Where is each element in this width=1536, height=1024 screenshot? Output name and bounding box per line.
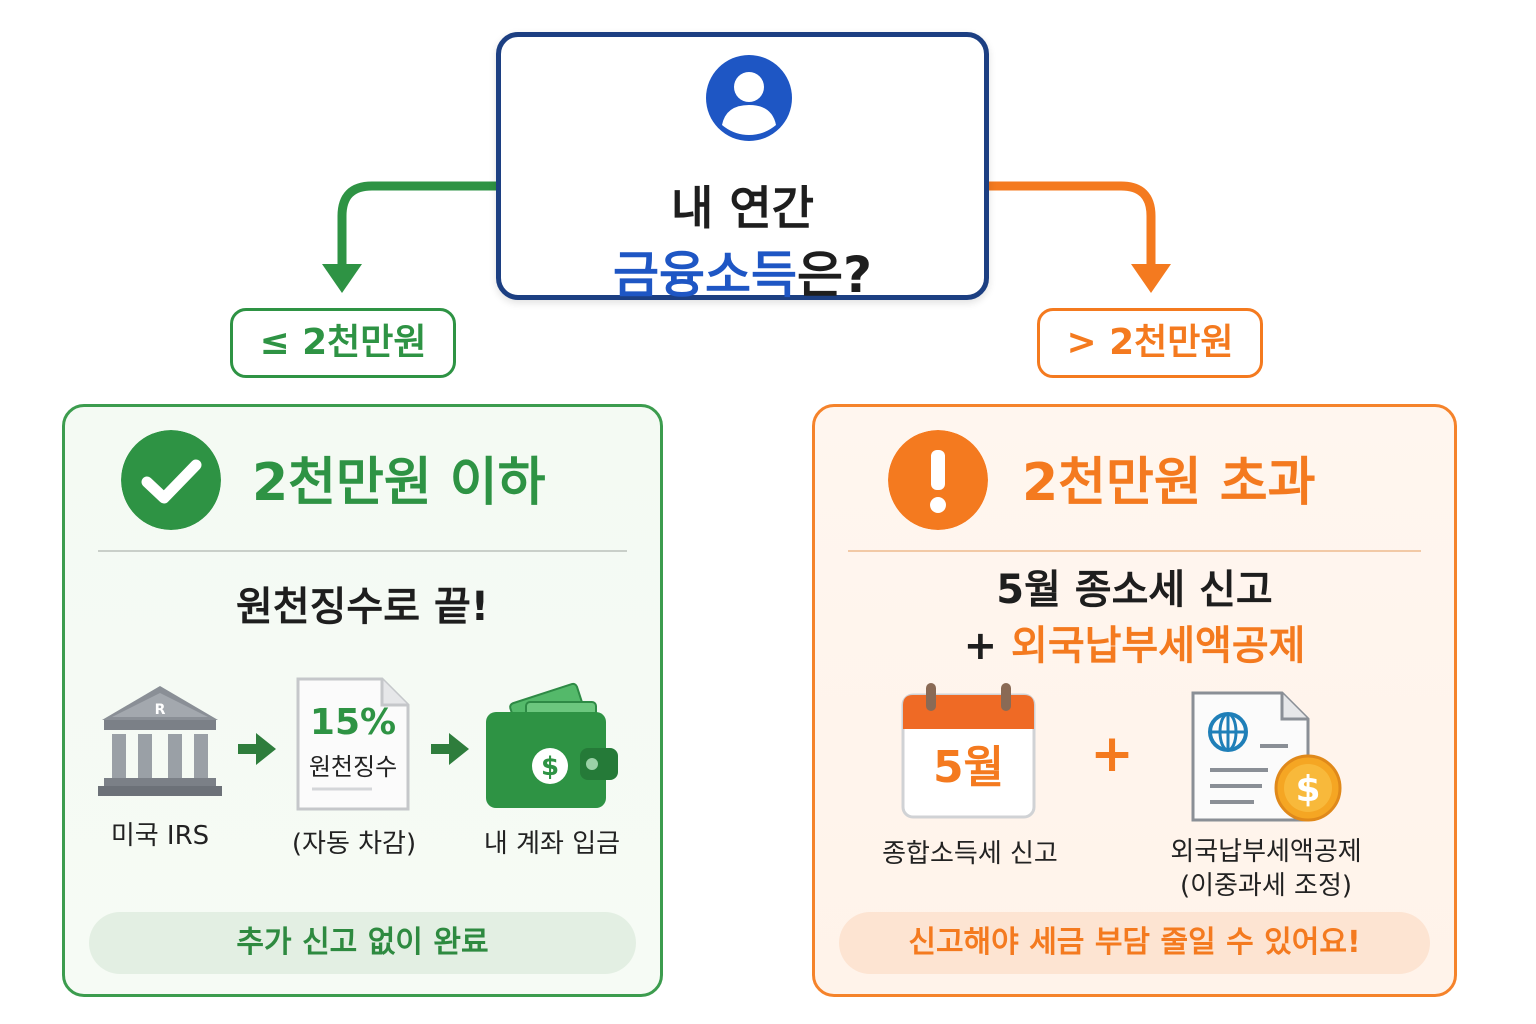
bank-mark: R [155,702,166,718]
foreign-tax-document-icon: $ [1191,691,1342,822]
left-branch-connector [337,181,496,266]
above-threshold-subtitle: 5월 종소세 신고 [996,567,1273,613]
bank-icon: R [98,686,222,796]
income-tax-filing-label: 종합소득세 신고 [882,839,1058,869]
foreign-tax-credit-label: 외국납부세액공제 [1170,837,1362,867]
svg-text:$: $ [541,752,559,782]
arrow-right-icon [431,733,469,765]
wallet-icon: $ [486,682,618,808]
account-deposit-label: 내 계좌 입금 [483,829,621,859]
right-branch-connector [989,181,1156,266]
below-threshold-title: 2천만원 이하 [252,453,546,513]
below-threshold-subtitle: 원천징수로 끝! [236,584,489,630]
document-icon [296,677,410,811]
withholding-rate: 15% [309,702,397,743]
question-line2: 금융소득은? [501,245,984,305]
threshold-below-pill: ≤ 2천만원 [230,308,456,378]
calendar-icon [901,683,1036,819]
arrow-right-icon [238,733,276,765]
question-highlight: 금융소득 [612,246,797,304]
above-threshold-footer: 신고해야 세금 부담 줄일 수 있어요! [839,912,1430,974]
question-box: 내 연간 금융소득은? [496,32,989,304]
subtitle-highlight: 외국납부세액공제 [1011,623,1306,669]
threshold-above-pill: > 2천만원 [1037,308,1263,378]
svg-text:$: $ [1295,769,1320,810]
below-threshold-footer: 추가 신고 없이 완료 [89,912,636,974]
above-threshold-title: 2천만원 초과 [1022,453,1316,513]
left-branch-arrowhead [322,264,362,293]
user-icon [706,55,792,141]
calendar-month: 5월 [932,742,1005,793]
auto-deduct-label: (자동 차감) [291,829,417,859]
withholding-doc-text: 원천징수 [308,753,398,781]
question-rest: 은? [796,246,872,304]
warning-circle-icon [888,430,988,530]
check-circle-icon [121,430,221,530]
question-line1: 내 연간 [671,181,814,235]
irs-label: 미국 IRS [110,821,210,851]
plus-sign: + [1090,724,1134,784]
subtitle-plus: + [963,623,998,669]
left-divider [98,550,627,552]
right-branch-arrowhead [1131,264,1171,293]
above-threshold-subtitle-2: + 외국납부세액공제 [812,622,1457,670]
double-tax-adjust-label: (이중과세 조정) [1179,871,1353,901]
right-divider [848,550,1421,552]
